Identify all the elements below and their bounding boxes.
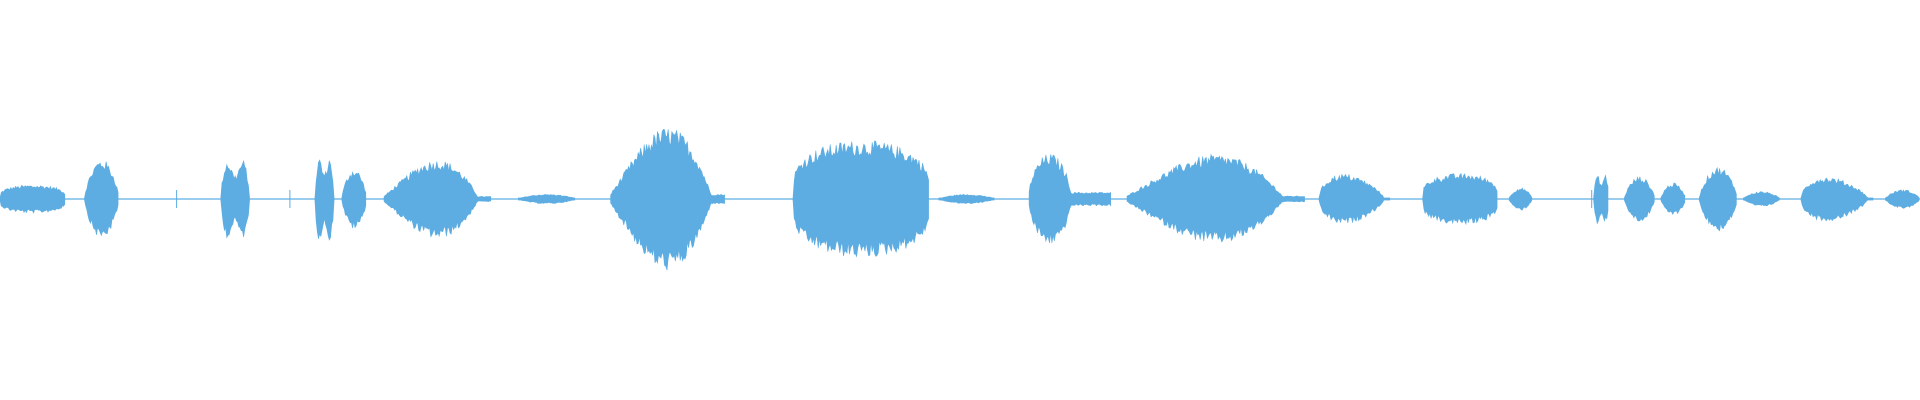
waveform-segment-1 — [0, 184, 66, 214]
waveform-segment-4 — [314, 159, 335, 241]
waveform-segment-12 — [1126, 153, 1305, 243]
waveform-segment-16 — [1593, 174, 1609, 225]
waveform-segment-6 — [383, 161, 492, 238]
waveform-segment-11 — [1028, 154, 1111, 244]
waveform-segment-21 — [1800, 177, 1874, 222]
waveform-segment-19 — [1698, 166, 1737, 232]
waveform-segment-7 — [518, 194, 576, 204]
waveform-segment-18 — [1660, 182, 1686, 215]
waveform-segment-10 — [938, 194, 995, 204]
waveform-segment-3 — [220, 159, 250, 239]
waveform-segment-8 — [610, 128, 725, 271]
waveform-segment-20 — [1743, 191, 1780, 207]
waveform-segment-2 — [84, 161, 119, 237]
waveform-segment-13 — [1318, 173, 1391, 224]
waveform-segment-5 — [341, 171, 367, 229]
waveform-segment-17 — [1624, 176, 1655, 222]
waveform-segment-14 — [1422, 173, 1498, 226]
waveform-segment-15 — [1508, 187, 1533, 211]
waveform-segment-9 — [792, 140, 929, 258]
waveform-segment-22 — [1885, 189, 1920, 209]
waveform-segments — [0, 128, 1920, 271]
